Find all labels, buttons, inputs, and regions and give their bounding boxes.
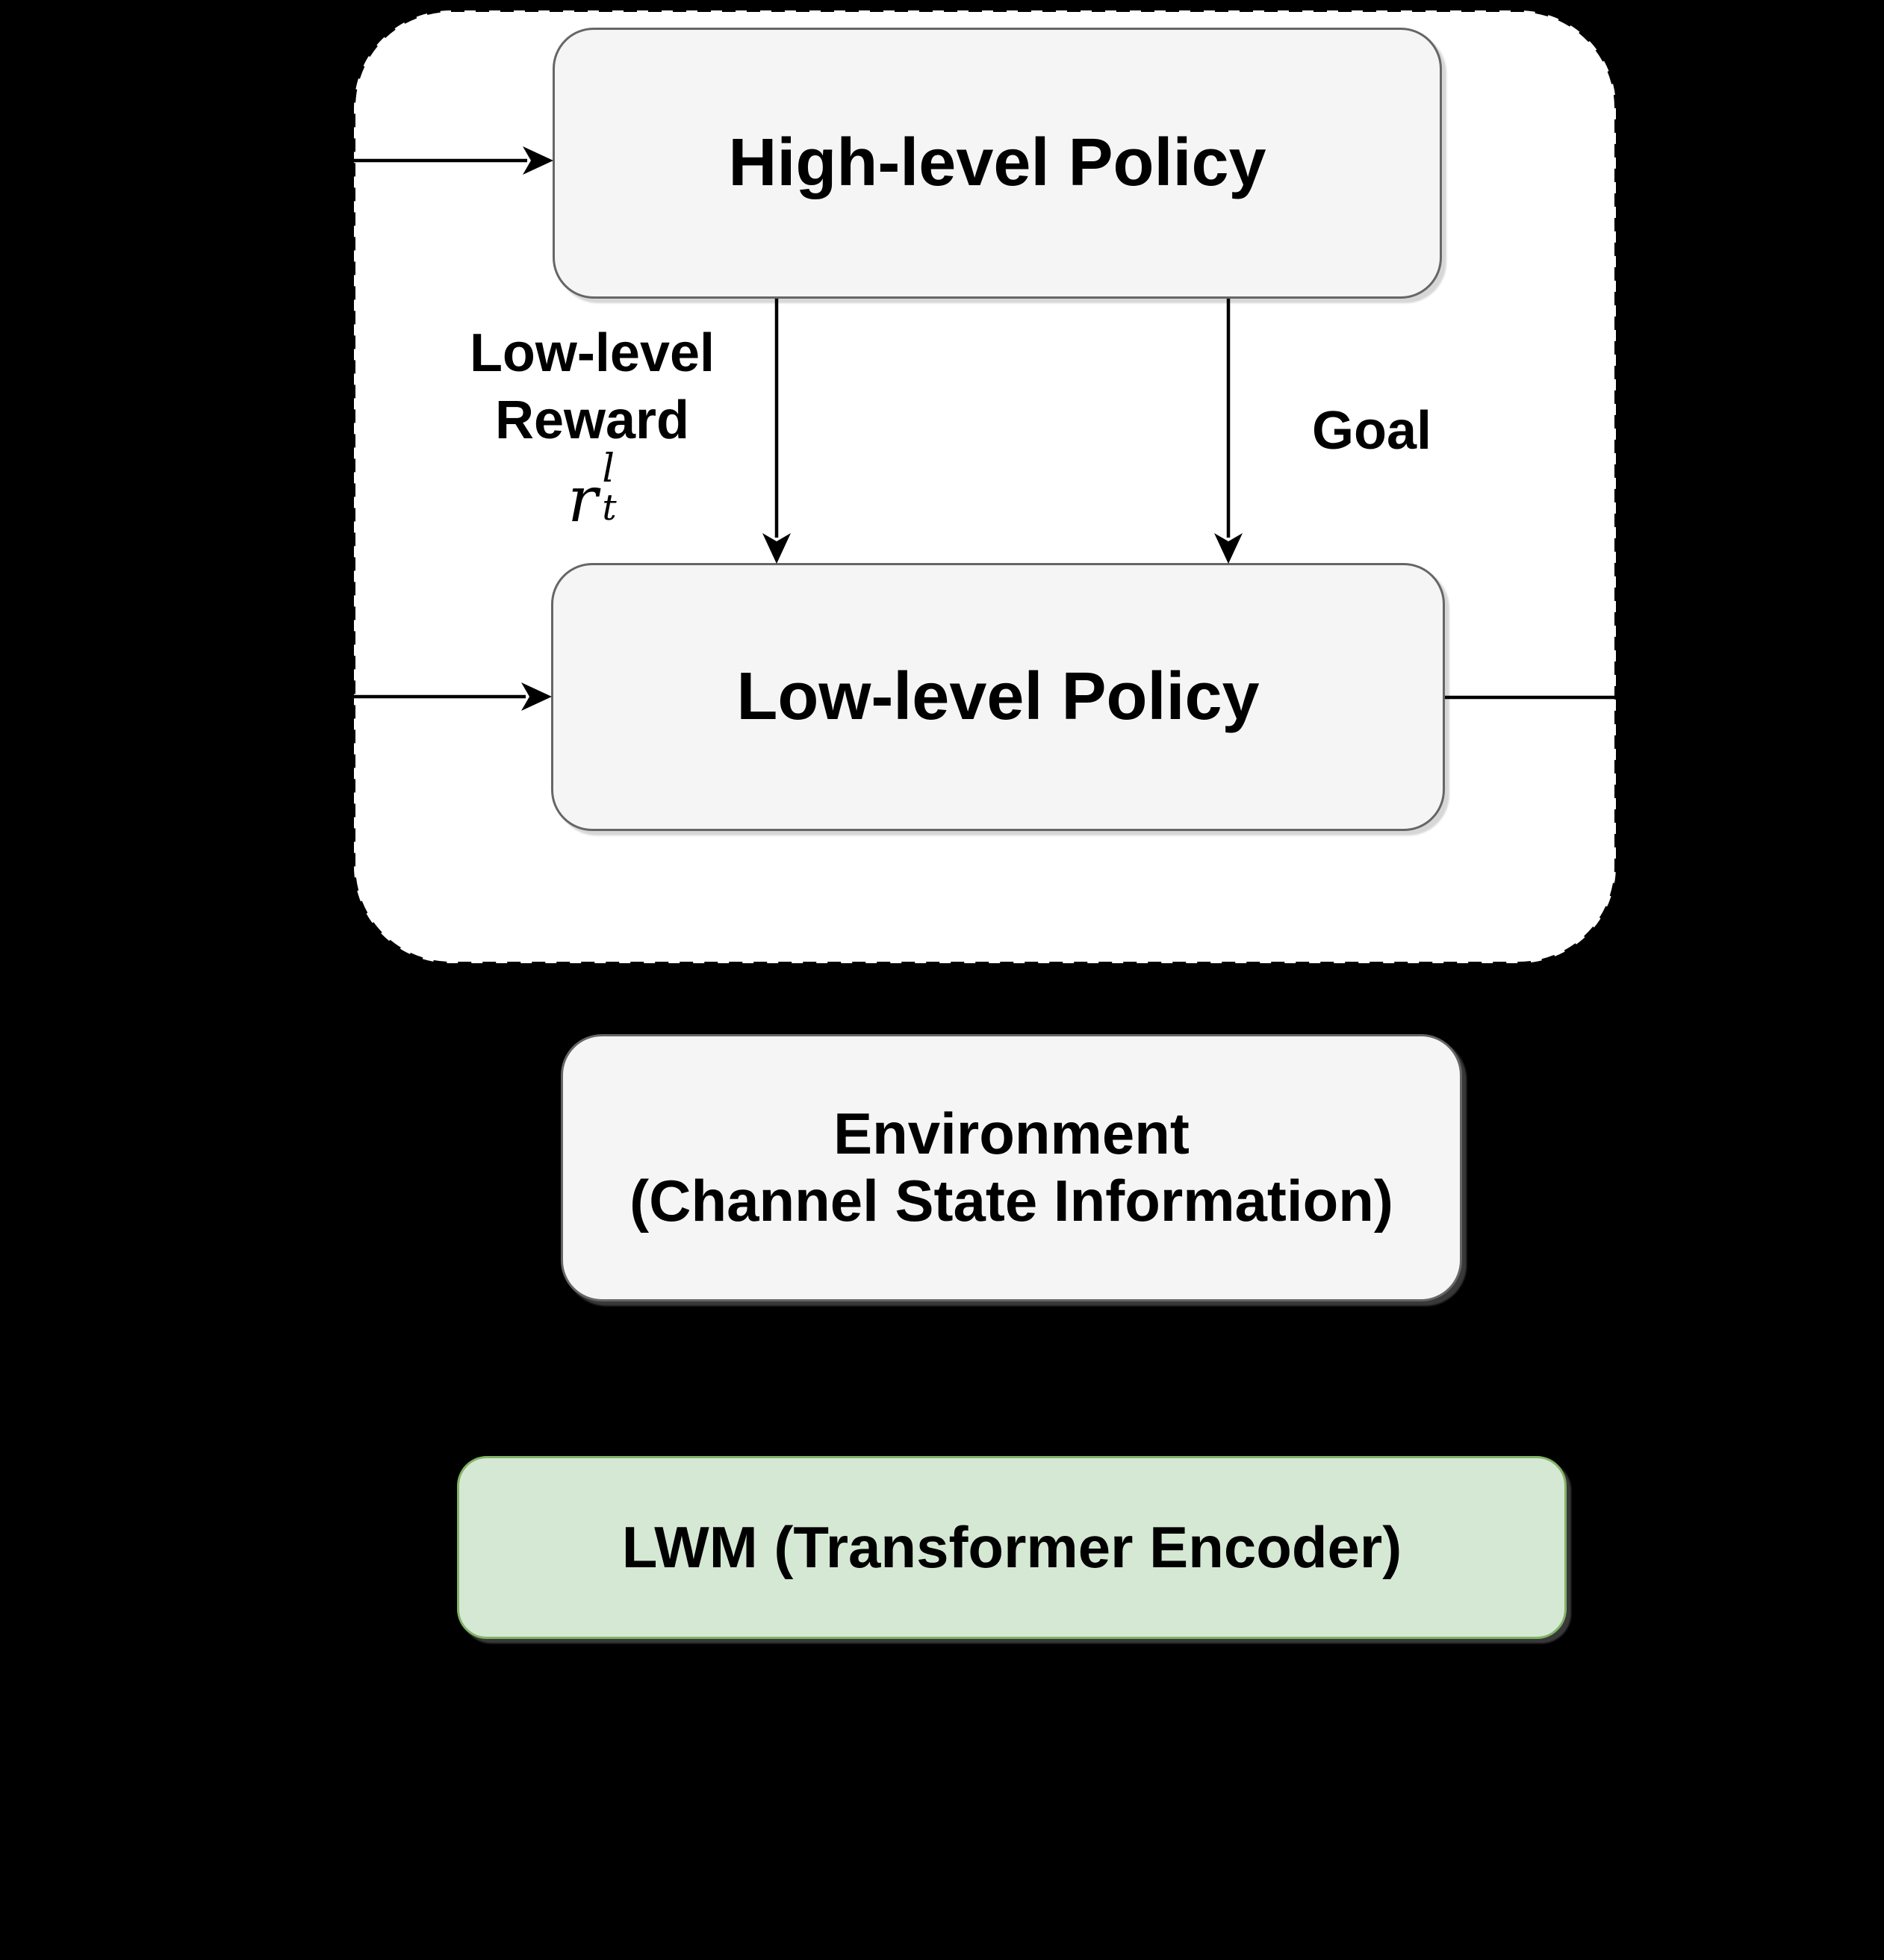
reward-symbol-base: r [568,463,598,536]
environment-node: Environment (Channel State Information) [561,1034,1462,1301]
arrow-into-low-policy [276,682,552,711]
low-level-reward-label: Low-level Reward [368,320,816,454]
reward-symbol-subscript: t [602,487,617,529]
low-level-policy-node: Low-level Policy [551,563,1445,831]
environment-label: Environment (Channel State Information) [629,1101,1393,1234]
low-level-reward-label-line1: Low-level [469,323,715,383]
lwm-label: LWM (Transformer Encoder) [621,1514,1402,1580]
low-level-policy-label: Low-level Policy [736,659,1260,734]
lwm-transformer-encoder-node: LWM (Transformer Encoder) [457,1456,1567,1639]
goal-label-text: Goal [1311,401,1432,461]
low-level-reward-label-line2: Reward [494,391,690,450]
environment-label-line1: Environment [833,1101,1190,1167]
environment-label-line2: (Channel State Information) [629,1168,1393,1233]
goal-label: Goal [1222,397,1521,464]
high-level-policy-label: High-level Policy [728,125,1266,200]
high-level-policy-node: High-level Policy [553,28,1442,299]
reward-symbol: r l t [368,449,816,531]
reward-symbol-superscript: l [602,447,615,491]
arrow-into-high-policy [276,146,553,175]
reward-symbol-scripts: l t [602,449,616,526]
